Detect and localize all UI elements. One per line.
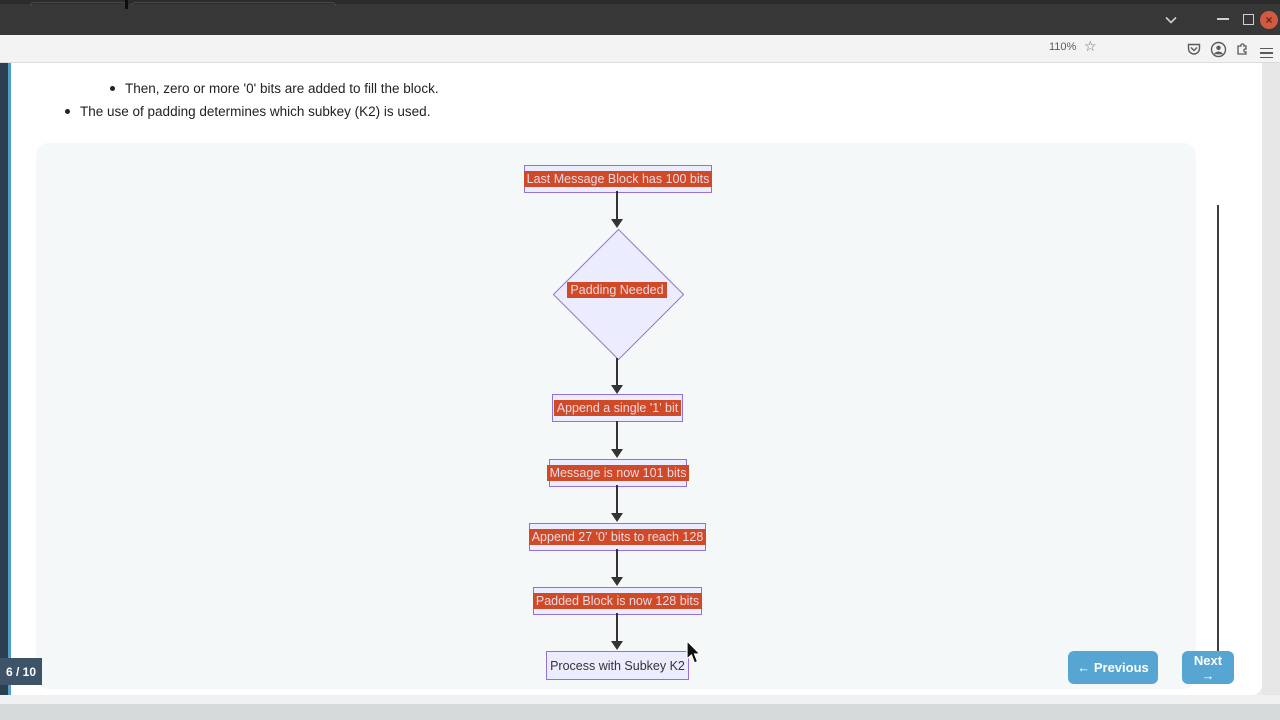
flowchart-node-message-101: Message is now 101 bits [546, 459, 690, 487]
highlighted-text: Append a single '1' bit [553, 400, 682, 416]
maximize-icon [1242, 13, 1254, 25]
flowchart-node-padded-128: Padded Block is now 128 bits [532, 587, 703, 615]
bullet-text: Then, zero or more '0' bits are added to… [125, 81, 439, 96]
sidebar-edge-accent [8, 63, 11, 695]
minimize-button[interactable] [1216, 12, 1230, 26]
node-text: Process with Subkey K2 [550, 658, 685, 673]
tab-outline[interactable] [30, 2, 126, 6]
flowchart-arrow [611, 485, 623, 522]
close-icon: × [1265, 13, 1273, 27]
tab-outline[interactable] [131, 2, 336, 6]
highlighted-text: Append 27 '0' bits to reach 128 [528, 529, 707, 545]
list-tabs-chevron-icon[interactable] [1163, 14, 1179, 26]
next-button[interactable]: Next → [1182, 651, 1234, 684]
highlighted-text: Padded Block is now 128 bits [532, 593, 703, 609]
bullet-item: The use of padding determines which subk… [65, 104, 430, 119]
bullet-dot [65, 109, 70, 114]
previous-button[interactable]: ← Previous [1068, 651, 1158, 684]
mouse-cursor [686, 639, 703, 670]
scrollbar[interactable] [1262, 63, 1280, 695]
window-bottom-edge [0, 695, 1280, 704]
highlighted-text: Last Message Block has 100 bits [523, 171, 713, 187]
tab-strip [0, 0, 1280, 9]
bullet-item: Then, zero or more '0' bits are added to… [110, 81, 439, 96]
pocket-icon[interactable] [1185, 40, 1203, 58]
minimize-icon [1217, 18, 1229, 20]
sidebar-edge-dark [0, 63, 8, 695]
flowchart-arrow [611, 358, 623, 394]
page-number-badge: 6 / 10 [0, 658, 42, 685]
menu-hamburger-icon[interactable] [1257, 44, 1275, 62]
flowchart-arrow [611, 613, 623, 650]
zoom-level-indicator[interactable]: 110% [1049, 41, 1077, 53]
flowchart-node-last-block: Last Message Block has 100 bits [523, 165, 713, 193]
bullet-text: The use of padding determines which subk… [80, 104, 431, 119]
maximize-button[interactable] [1241, 12, 1255, 26]
extensions-icon[interactable] [1233, 40, 1251, 58]
flowchart-arrow [611, 421, 623, 458]
highlighted-text: Padding Needed [567, 282, 667, 298]
bookmark-star-icon[interactable]: ☆ [1084, 38, 1097, 54]
close-button[interactable]: × [1260, 11, 1278, 29]
bullet-dot [110, 86, 115, 91]
flowchart-arrow [611, 191, 623, 228]
flowchart-arrow [611, 549, 623, 586]
browser-toolbar: 110% ☆ [0, 35, 1280, 63]
flowchart-node-padding-needed: Padding Needed [549, 282, 685, 298]
flowchart-node-append-zeros: Append 27 '0' bits to reach 128 [528, 523, 707, 551]
flowchart-node-process-k2: Process with Subkey K2 [546, 651, 689, 680]
desktop-strip [0, 704, 1280, 720]
highlighted-text: Message is now 101 bits [546, 465, 690, 481]
browser-titlebar: × [0, 0, 1280, 35]
stray-vertical-line [1217, 205, 1219, 651]
tab-divider [125, 0, 128, 9]
flowchart-node-append-1-bit: Append a single '1' bit [552, 394, 683, 422]
account-icon[interactable] [1209, 40, 1227, 58]
